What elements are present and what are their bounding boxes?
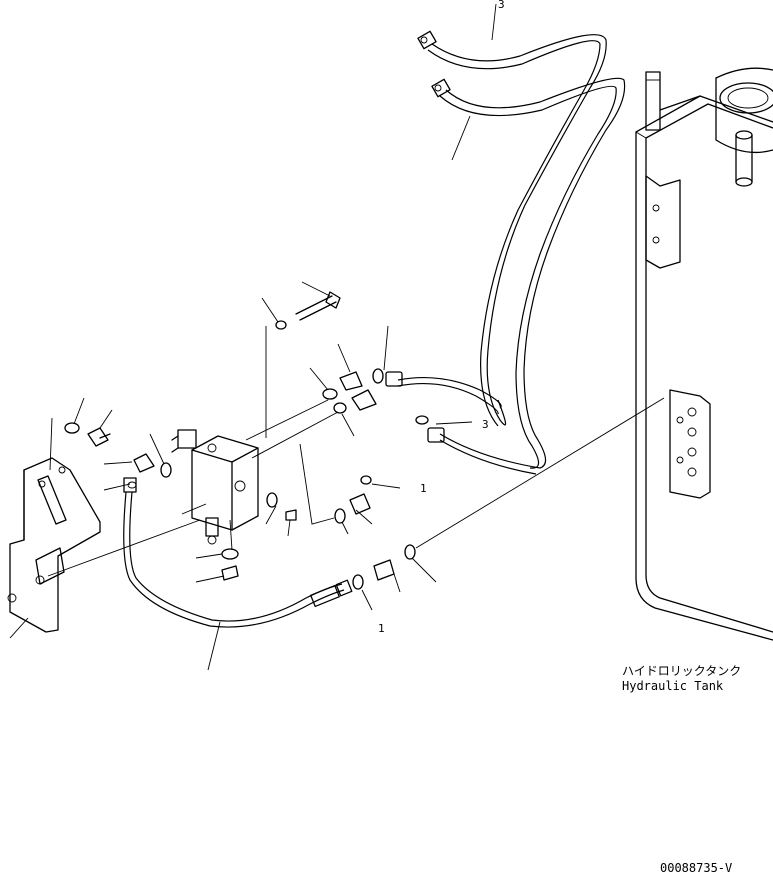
callout-1-b: 1 [378,622,385,635]
mounting-bracket [7,417,201,633]
upper-hoses [417,3,626,469]
leader-lines [9,281,473,671]
fittings [64,368,665,590]
callouts: 3 3 1 1 [378,0,505,635]
tank-label-en: Hydraulic Tank [622,679,724,693]
lower-hose-to-block [385,371,541,475]
callout-1-a: 1 [420,482,427,495]
hydraulic-tank [635,67,773,641]
tank-label-jp: ハイドロリックタンク [622,664,741,678]
drawing-number: 00088735-V [660,861,732,875]
callout-3-top: 3 [498,0,505,11]
callout-3-mid: 3 [482,418,489,431]
valve-block [171,291,341,545]
